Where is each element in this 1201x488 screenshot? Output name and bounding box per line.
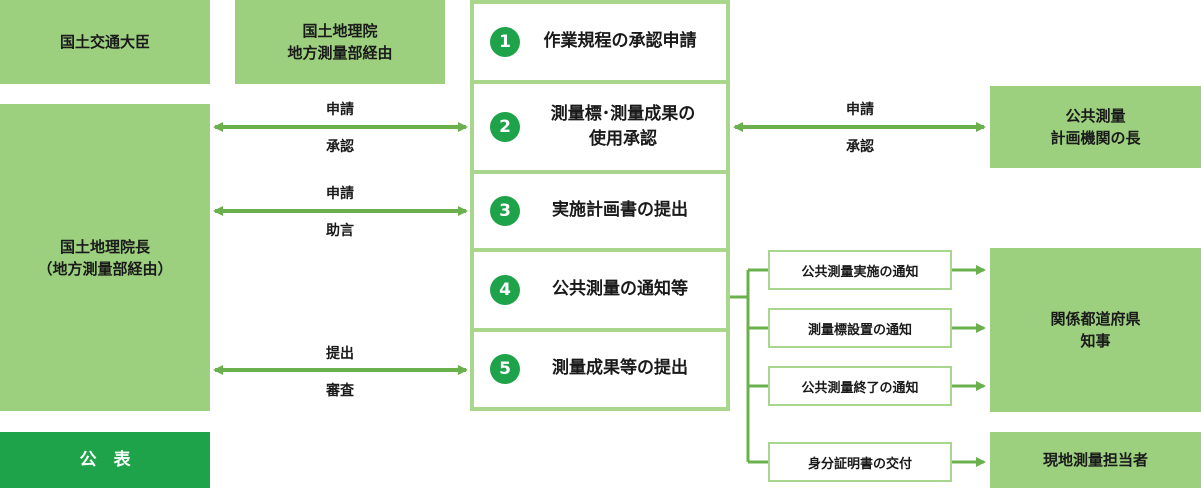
step-2-box: 2 測量標･測量成果の 使用承認 bbox=[474, 84, 726, 170]
public-announce-label: 公 表 bbox=[79, 450, 131, 470]
gsi-regional-line2: 地方測量部経由 bbox=[287, 44, 393, 62]
arrow-right-top-label: 申請 bbox=[846, 102, 874, 118]
local-staff-box: 現地測量担当者 bbox=[990, 432, 1201, 488]
step-4-text: 公共測量の通知等 bbox=[552, 279, 688, 299]
step-1-text: 作業規程の承認申請 bbox=[543, 31, 697, 51]
step-2-text-line1: 測量標･測量成果の bbox=[550, 104, 696, 124]
governor-box: 関係都道府県 知事 bbox=[990, 248, 1201, 412]
gsi-regional-line1: 国土地理院 bbox=[302, 22, 378, 40]
step-3-number: 3 bbox=[490, 196, 520, 226]
gsi-head-line1: 国土地理院長 bbox=[59, 237, 150, 256]
governor-line2: 知事 bbox=[1080, 332, 1111, 350]
arrow1-top-label: 申請 bbox=[326, 102, 354, 118]
step-4-number: 4 bbox=[490, 275, 520, 305]
arrow2-bottom-label: 助言 bbox=[326, 223, 354, 239]
step-5-number: 5 bbox=[490, 354, 520, 384]
arrow3-top-label: 提出 bbox=[326, 346, 354, 362]
notice-id-issue: 身分証明書の交付 bbox=[768, 442, 952, 482]
notice-survey-end: 公共測量終了の通知 bbox=[768, 366, 952, 406]
planning-head-box: 公共測量 計画機関の長 bbox=[990, 86, 1201, 168]
step-3-box: 3 実施計画書の提出 bbox=[474, 174, 726, 248]
gsi-head-line2: （地方測量部経由） bbox=[37, 259, 173, 278]
step-2-number: 2 bbox=[490, 112, 520, 142]
step-5-box: 5 測量成果等の提出 bbox=[474, 332, 726, 407]
planning-head-line2: 計画機関の長 bbox=[1050, 129, 1141, 147]
step-1-number: 1 bbox=[490, 27, 520, 57]
step-4-box: 4 公共測量の通知等 bbox=[474, 252, 726, 328]
gsi-regional-box: 国土地理院 地方測量部経由 bbox=[235, 0, 445, 84]
notice-1-label: 公共測量実施の通知 bbox=[801, 264, 919, 280]
notice-2-label: 測量標設置の通知 bbox=[807, 322, 912, 338]
step-3-text: 実施計画書の提出 bbox=[552, 200, 688, 220]
step-5-text: 測量成果等の提出 bbox=[552, 358, 688, 378]
notice-3-label: 公共測量終了の通知 bbox=[801, 380, 919, 396]
step-1-box: 1 作業規程の承認申請 bbox=[474, 4, 726, 80]
local-staff-label: 現地測量担当者 bbox=[1042, 451, 1148, 469]
minister-label: 国土交通大臣 bbox=[59, 33, 150, 51]
arrow3-bottom-label: 審査 bbox=[326, 383, 354, 399]
gsi-head-box: 国土地理院長 （地方測量部経由） bbox=[0, 104, 210, 411]
planning-head-line1: 公共測量 bbox=[1065, 107, 1126, 125]
arrow-right-bottom-label: 承認 bbox=[846, 139, 874, 155]
public-announce-box: 公 表 bbox=[0, 432, 210, 488]
minister-box: 国土交通大臣 bbox=[0, 0, 210, 84]
notice-survey-start: 公共測量実施の通知 bbox=[768, 250, 952, 290]
arrow1-bottom-label: 承認 bbox=[326, 139, 354, 155]
step-2-text: 測量標･測量成果の 使用承認 bbox=[530, 102, 716, 152]
notice-marker-install: 測量標設置の通知 bbox=[768, 308, 952, 348]
notice-4-label: 身分証明書の交付 bbox=[807, 456, 912, 472]
step-2-text-line2: 使用承認 bbox=[589, 129, 657, 149]
arrow2-top-label: 申請 bbox=[326, 186, 354, 202]
governor-line1: 関係都道府県 bbox=[1050, 310, 1141, 328]
